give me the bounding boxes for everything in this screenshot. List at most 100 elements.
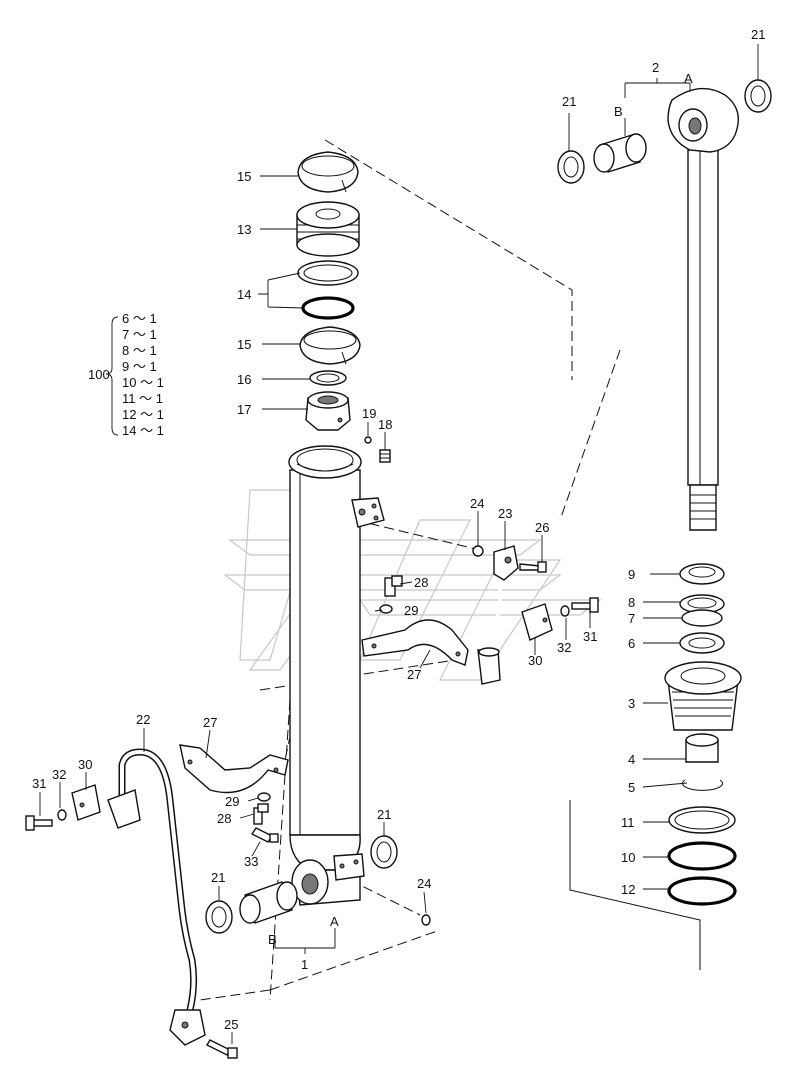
bolt-28-upper — [384, 575, 403, 597]
label-rod-B: B — [614, 104, 623, 119]
label-6: 6 — [628, 636, 635, 651]
label-23: 23 — [498, 506, 512, 521]
label-27-upper: 27 — [407, 667, 421, 682]
label-7: 7 — [628, 611, 635, 626]
label-9: 9 — [628, 567, 635, 582]
label-21-tube-left: 21 — [211, 870, 225, 885]
label-tube-B: B — [268, 932, 277, 947]
label-12: 12 — [621, 882, 635, 897]
nut-17 — [305, 391, 351, 431]
kit-entry: 10 ～ 1 — [122, 375, 164, 390]
label-15-bottom: 15 — [237, 337, 251, 352]
label-19: 19 — [362, 406, 376, 421]
bushing-4 — [685, 733, 719, 763]
tube-seal-ring-right — [370, 835, 398, 869]
label-13: 13 — [237, 222, 251, 237]
washer-32-right — [560, 605, 570, 617]
piston-rod — [667, 87, 739, 531]
backup-ring-11 — [668, 806, 736, 834]
pipe-23 — [477, 545, 525, 685]
label-31-left: 31 — [32, 776, 46, 791]
label-22: 22 — [136, 712, 150, 727]
rod-bushing — [593, 133, 647, 173]
set-screw-18 — [379, 449, 391, 463]
kit-entry: 7 ～ 1 — [122, 327, 157, 342]
label-21-tube-right: 21 — [377, 807, 391, 822]
label-4: 4 — [628, 752, 635, 767]
kit-entry: 11 ～ 1 — [122, 391, 163, 406]
pipe-22 — [107, 748, 206, 1046]
label-30-left: 30 — [78, 757, 92, 772]
kit-entry: 6 ～ 1 — [122, 311, 157, 326]
label-31-right: 31 — [583, 629, 597, 644]
piston-13 — [296, 201, 360, 257]
label-15-top: 15 — [237, 169, 251, 184]
label-29-lower: 29 — [225, 794, 239, 809]
label-17: 17 — [237, 402, 251, 417]
grease-fitting-33 — [250, 827, 279, 843]
wear-ring-15-top — [297, 151, 359, 193]
label-18: 18 — [378, 417, 392, 432]
label-rod-A: A — [684, 71, 693, 86]
seal-14-ring — [297, 260, 359, 286]
bolt-31-left — [25, 815, 53, 831]
label-25: 25 — [224, 1017, 238, 1032]
kit-entry: 14 ～ 1 — [122, 423, 164, 438]
label-24-upper: 24 — [470, 496, 484, 511]
label-11: 11 — [621, 815, 635, 830]
label-28-lower: 28 — [217, 811, 231, 826]
label-30-right: 30 — [528, 653, 542, 668]
seal-14-o-ring — [301, 296, 355, 320]
clamp-30-right — [521, 603, 553, 641]
label-33: 33 — [244, 854, 258, 869]
washer-32-left — [57, 809, 67, 821]
rod-seal-ring-left — [557, 150, 585, 184]
label-28-upper: 28 — [414, 575, 428, 590]
bolt-26 — [519, 561, 547, 573]
cylinder-tube — [288, 445, 385, 906]
kit-entry: 8 ～ 1 — [122, 343, 157, 358]
label-32-right: 32 — [557, 640, 571, 655]
tube-bushing — [239, 881, 298, 924]
clamp-27-lower — [179, 744, 289, 794]
label-14: 14 — [237, 287, 251, 302]
packing-7 — [681, 609, 723, 627]
label-21-rod-left: 21 — [562, 94, 576, 109]
leader-lines — [39, 44, 759, 1044]
kit-number: 100 — [88, 367, 110, 382]
label-8: 8 — [628, 595, 635, 610]
bolt-31-right — [571, 597, 599, 613]
label-tube-A: A — [330, 914, 339, 929]
o-ring-10 — [667, 841, 737, 871]
label-24-lower: 24 — [417, 876, 431, 891]
label-1: 1 — [301, 957, 308, 972]
label-16: 16 — [237, 372, 251, 387]
label-32-left: 32 — [52, 767, 66, 782]
label-5: 5 — [628, 780, 635, 795]
label-21-rod-right: 21 — [751, 27, 765, 42]
rod-seal-ring-right — [744, 79, 772, 113]
o-ring-24-upper — [472, 545, 484, 557]
ball-19 — [364, 436, 372, 444]
rod-cover-3 — [664, 661, 742, 731]
label-10: 10 — [621, 850, 635, 865]
label-26: 26 — [535, 520, 549, 535]
bolt-25 — [206, 1039, 238, 1059]
kit-entry: 12 ～ 1 — [122, 407, 164, 422]
assembly-dashed-lines — [199, 139, 701, 1001]
part-labels: 15 13 14 15 16 17 19 18 2 A B 21 21 9 8 … — [32, 27, 765, 1032]
washer-29-upper — [379, 604, 393, 614]
seal-kit-table: 100 6 ～ 1 7 ～ 1 8 ～ 1 9 ～ 1 10 ～ 1 11 ～ … — [88, 311, 164, 438]
o-ring-12 — [667, 876, 737, 906]
label-2: 2 — [652, 60, 659, 75]
kit-entry: 9 ～ 1 — [122, 359, 157, 374]
clamp-27-upper — [361, 619, 469, 666]
label-3: 3 — [628, 696, 635, 711]
bolt-28-lower — [253, 803, 269, 825]
label-27-lower: 27 — [203, 715, 217, 730]
snap-ring-5 — [682, 779, 723, 791]
tube-seal-ring-left — [205, 900, 233, 934]
o-ring-24-lower — [421, 914, 431, 926]
watermark-logo — [223, 489, 602, 681]
